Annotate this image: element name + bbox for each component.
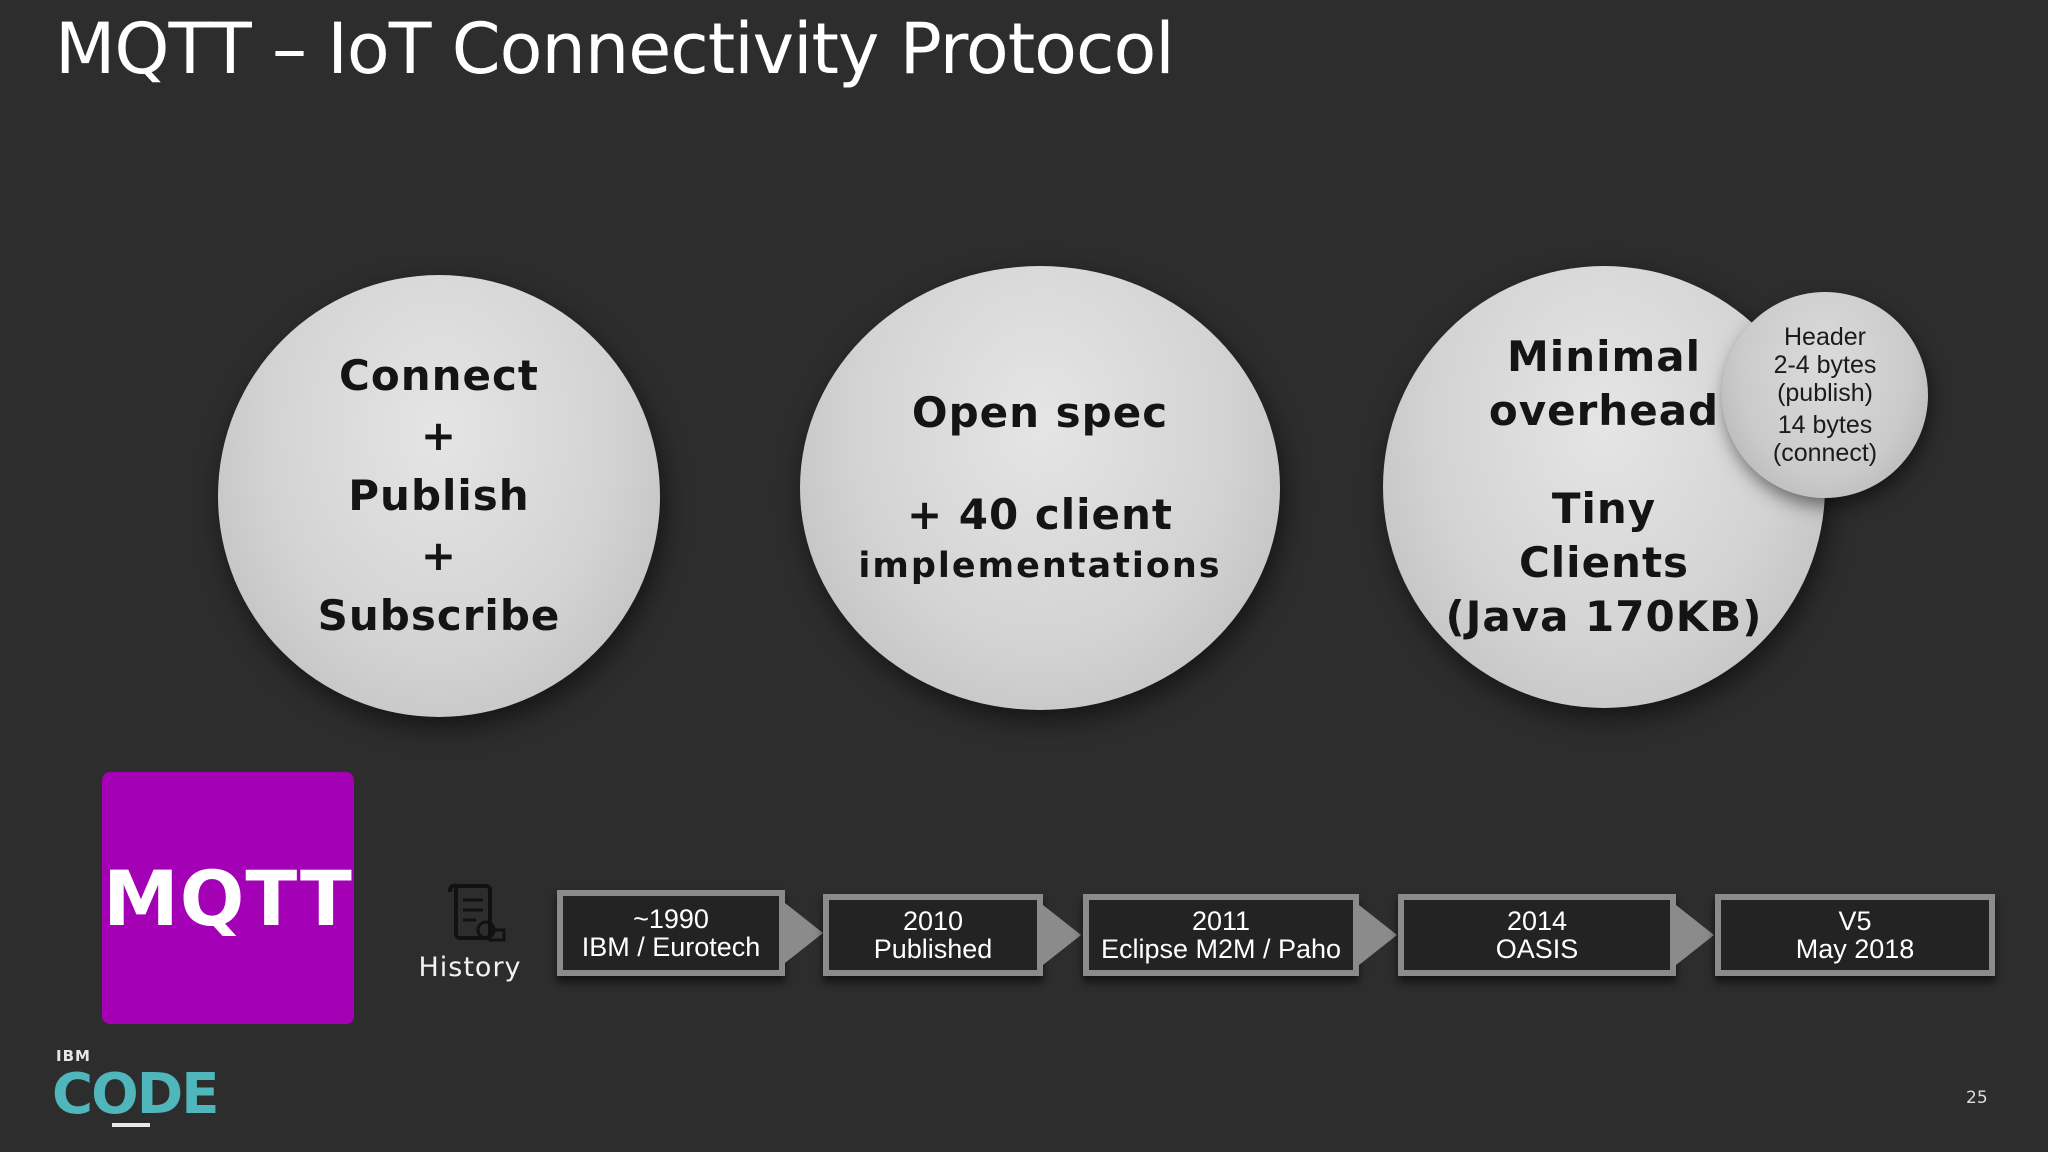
- mqtt-logo-text: MQTT: [103, 853, 353, 943]
- timeline-year: 2011: [1191, 906, 1251, 936]
- code-logo-underline: [112, 1123, 150, 1127]
- timeline-year: ~1990: [633, 904, 709, 934]
- document-scroll-icon: [448, 883, 506, 942]
- mini-line: (publish): [1777, 379, 1873, 407]
- bubble-line: (Java 170KB): [1445, 592, 1763, 641]
- mini-line: 14 bytes: [1777, 411, 1873, 439]
- timeline-arrow-icon: [1043, 905, 1081, 965]
- bubble-line: Subscribe: [317, 591, 561, 640]
- timeline-arrow-icon: [785, 903, 823, 963]
- bubble-line: Clients: [1518, 538, 1690, 587]
- bubble-line: +: [420, 531, 458, 580]
- timeline-event: Eclipse M2M / Paho: [1100, 934, 1342, 964]
- bubble-line: +: [420, 411, 458, 460]
- timeline-event: OASIS: [1495, 934, 1579, 964]
- timeline-item: ~1990 IBM / Eurotech: [557, 890, 785, 976]
- timeline-event: IBM / Eurotech: [581, 932, 761, 962]
- timeline-item: 2011 Eclipse M2M / Paho: [1083, 894, 1359, 976]
- bubble-line: Minimal: [1507, 332, 1701, 381]
- slide-title: MQTT – IoT Connectivity Protocol: [55, 8, 1175, 90]
- bubble-line: Tiny: [1551, 484, 1657, 533]
- timeline-arrow-icon: [1359, 905, 1397, 965]
- timeline-item: 2014 OASIS: [1398, 894, 1676, 976]
- mini-line: Header: [1784, 323, 1866, 351]
- code-logo: CODE: [52, 1062, 219, 1127]
- bubble-line: overhead: [1488, 386, 1720, 435]
- connect-publish-subscribe-bubble: Connect + Publish + Subscribe: [218, 275, 660, 717]
- ibm-logo: IBM: [56, 1047, 91, 1065]
- timeline-item: 2010 Published: [823, 894, 1043, 976]
- mini-line: 2-4 bytes: [1773, 351, 1877, 379]
- bubble-line: Connect: [339, 351, 539, 400]
- bubble-line: Publish: [348, 471, 530, 520]
- bubble-line: implementations: [858, 546, 1222, 586]
- timeline-event: May 2018: [1795, 934, 1915, 964]
- header-bytes-bubble: Header 2-4 bytes (publish) 14 bytes (con…: [1722, 292, 1928, 498]
- timeline-year: V5: [1838, 906, 1872, 936]
- timeline-year: 2010: [902, 906, 964, 936]
- timeline-item: V5 May 2018: [1715, 894, 1995, 976]
- bubble-line: + 40 client: [906, 490, 1174, 539]
- timeline-year: 2014: [1506, 906, 1568, 936]
- history-label: History: [418, 952, 522, 983]
- bubble-line: Open spec: [911, 388, 1169, 437]
- mqtt-logo: MQTT: [102, 772, 354, 1024]
- timeline-event: Published: [873, 934, 993, 964]
- timeline-arrow-icon: [1676, 905, 1714, 965]
- mini-line: (connect): [1772, 439, 1878, 467]
- open-spec-bubble: Open spec + 40 client implementations: [800, 266, 1280, 710]
- page-number: 25: [1966, 1088, 1988, 1108]
